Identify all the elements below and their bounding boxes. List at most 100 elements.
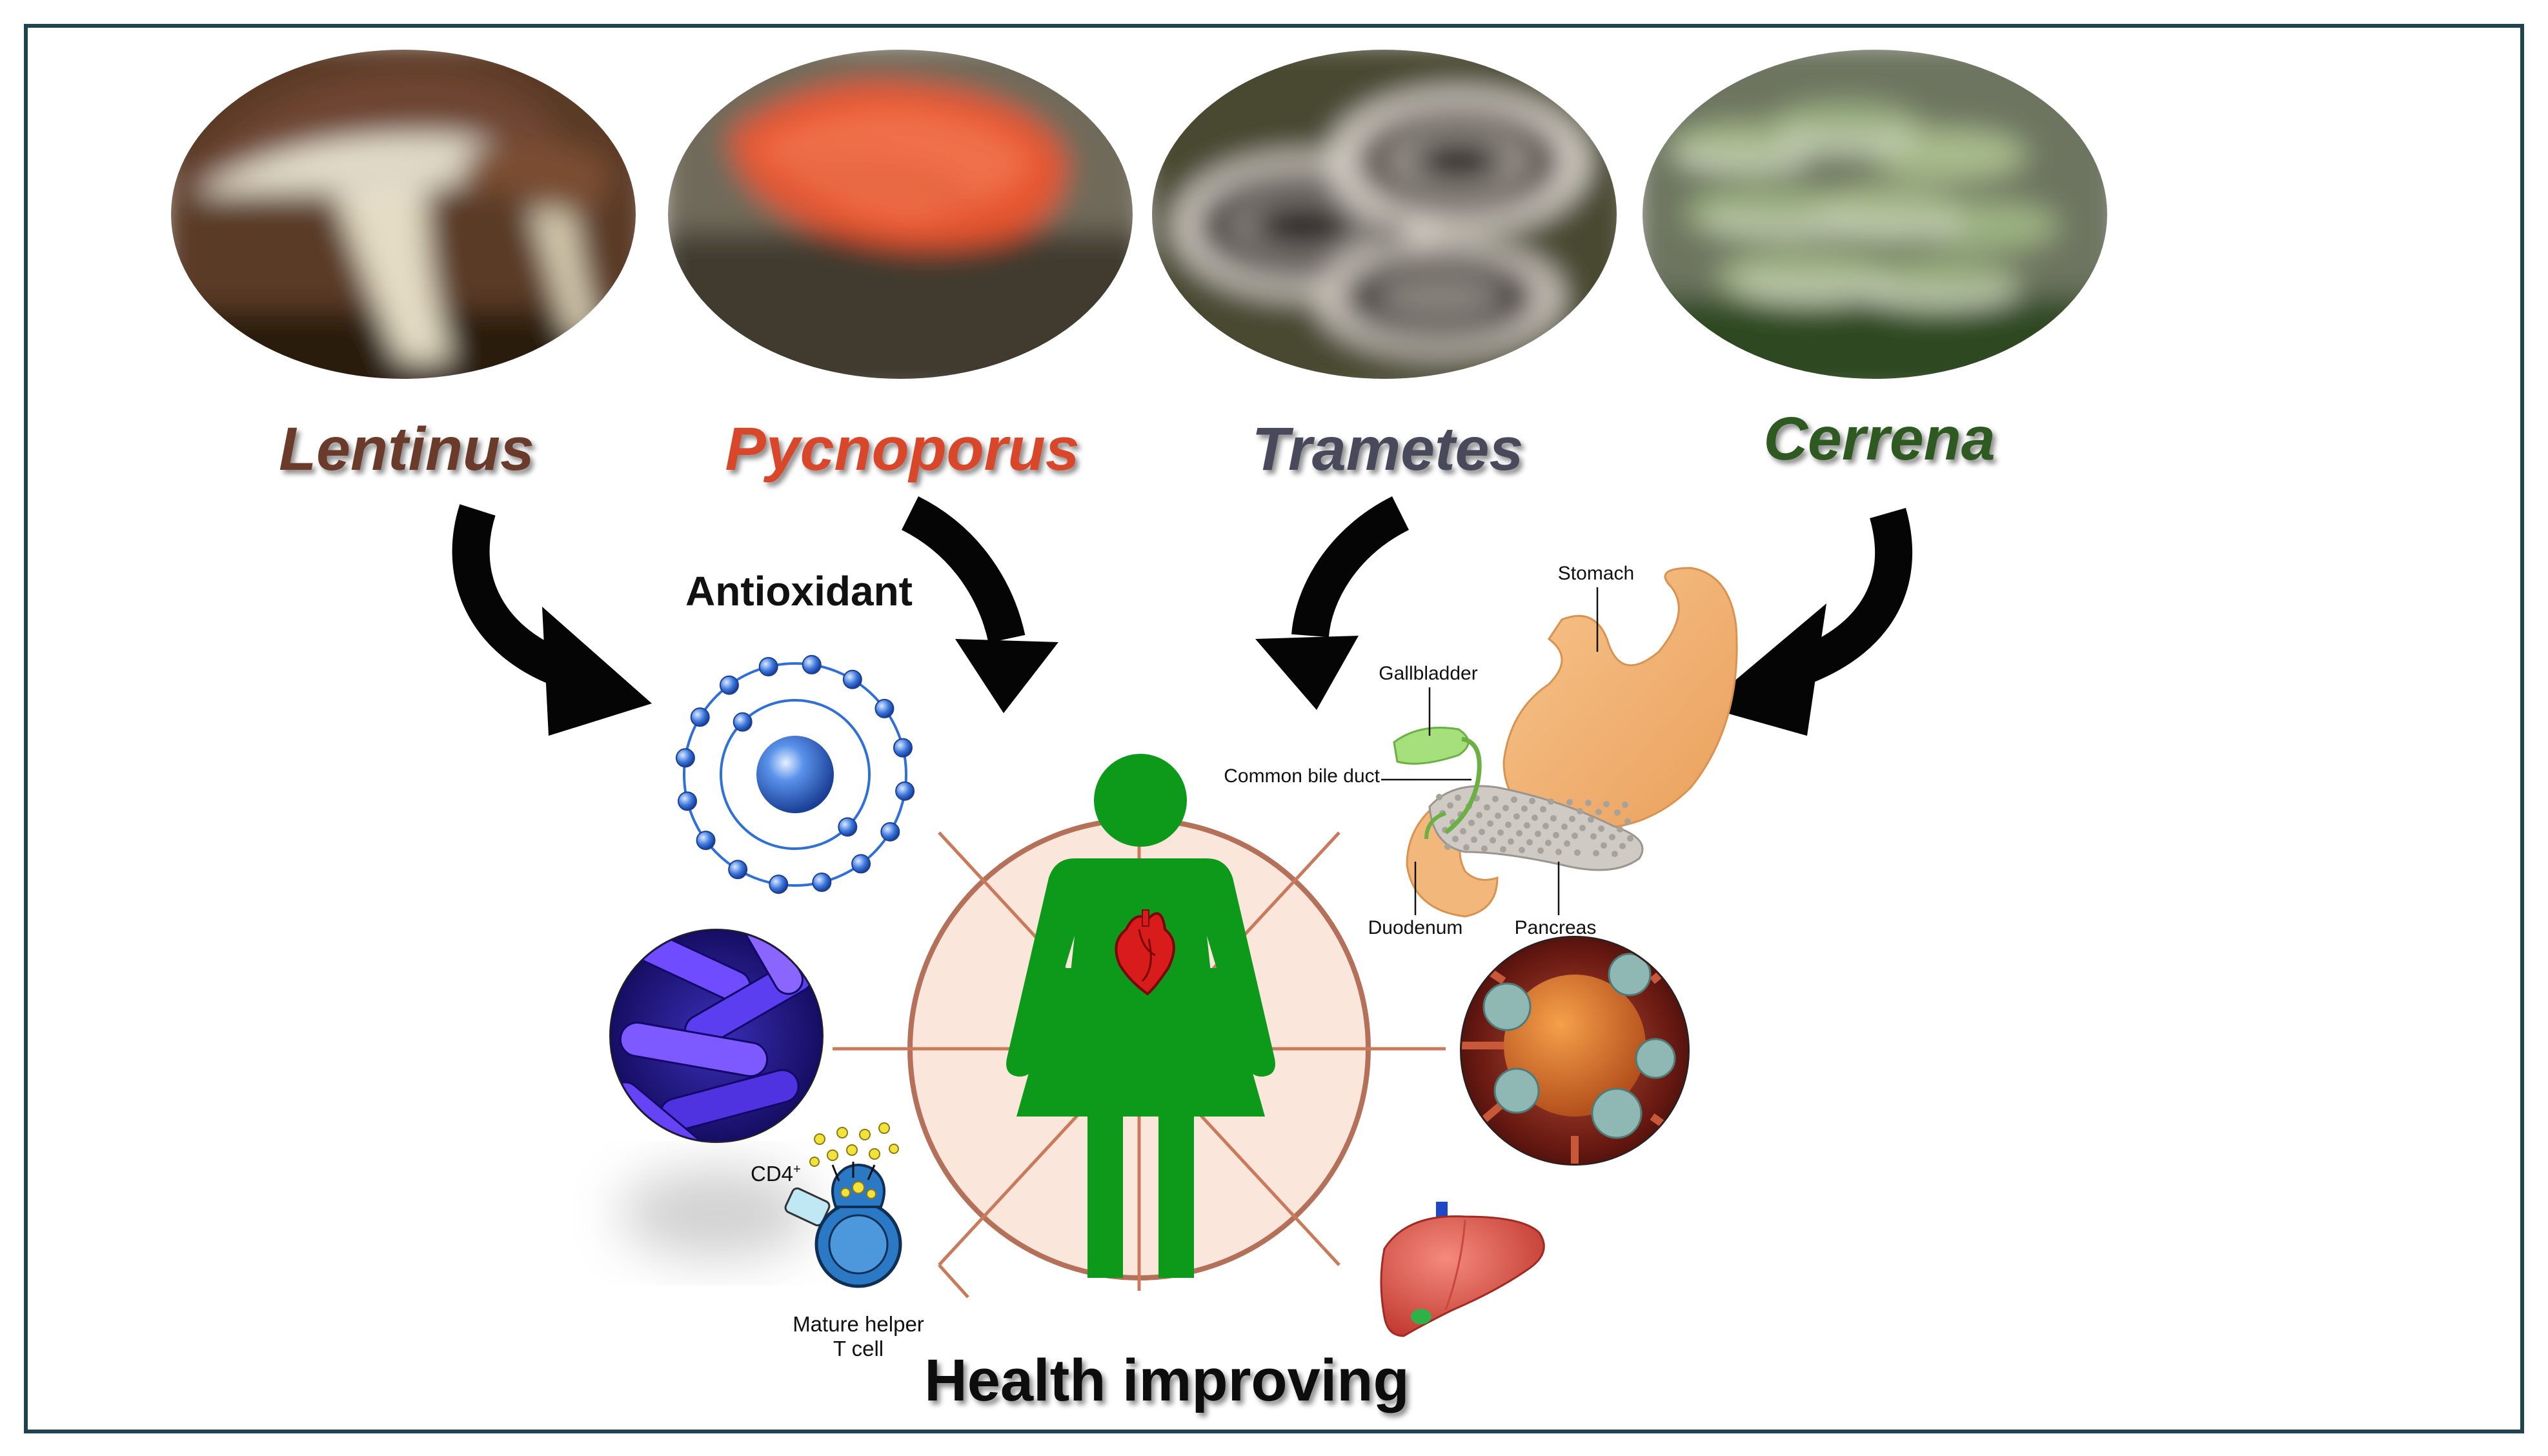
genus-label-lentinus: Lentinus (279, 415, 534, 483)
t-cell-label-line1: Mature helper (793, 1312, 924, 1336)
pancreas-texture-dot (1484, 804, 1490, 811)
trametes-mushroom-photo (1152, 50, 1617, 379)
pancreas-texture-dot (1455, 794, 1461, 801)
electron-inner (838, 817, 858, 837)
pancreas-texture-dot (1550, 815, 1557, 822)
pancreas-texture-dot (1479, 829, 1485, 835)
electron-outer (893, 738, 913, 758)
cell-shadow (620, 1168, 813, 1259)
stomach-label: Stomach (1558, 563, 1634, 584)
pancreas-texture-dot (1617, 826, 1623, 833)
electron-outer (719, 675, 739, 695)
bile-duct-label: Common bile duct (1224, 765, 1380, 787)
pancreas-texture-dot (1513, 813, 1520, 820)
electron-outer (690, 707, 710, 727)
pancreas-texture-dot (1542, 823, 1549, 829)
electron-outer (728, 860, 748, 880)
pancreas-texture-dot (1540, 806, 1546, 813)
pancreas-texture-dot (1619, 843, 1626, 849)
pancreas-texture-dot (1524, 822, 1530, 829)
pancreas-texture-dot (1497, 829, 1504, 836)
pancreas-texture-dot (1463, 844, 1470, 851)
genus-label-pycnoporus: Pycnoporus (725, 415, 1080, 483)
pancreas-texture-dot (1588, 816, 1594, 823)
antioxidant-label: Antioxidant (685, 568, 913, 614)
electron-outer (678, 791, 698, 811)
pancreas-texture-dot (1555, 849, 1562, 855)
electron-outer (875, 698, 895, 718)
pancreas-texture-dot (1601, 842, 1607, 849)
electron-outer (758, 657, 778, 677)
human-figure (1000, 754, 1281, 1278)
pancreas-texture-dot (1612, 851, 1618, 857)
pancreas-texture-dot (1511, 796, 1517, 803)
pancreas-texture-dot (1603, 801, 1610, 807)
heart-icon (1115, 909, 1175, 996)
pancreas-texture-dot (1609, 834, 1615, 840)
pancreas-texture-dot (1548, 798, 1554, 805)
electron-outer (895, 781, 915, 801)
arrow-pycnoporus (901, 496, 1058, 713)
pancreas-texture-dot (1622, 802, 1628, 808)
pancreas-texture-dot (1508, 838, 1514, 845)
electron-outer (812, 872, 832, 892)
pancreas-texture-dot (1595, 809, 1602, 815)
pancreas-texture-dot (1614, 809, 1621, 816)
pancreas-texture-dot (1447, 802, 1453, 809)
pancreas-texture-dot (1564, 840, 1570, 847)
pancreas-texture-dot (1444, 844, 1451, 850)
pancreas-texture-dot (1521, 805, 1528, 812)
pancreas-texture-dot (1553, 832, 1559, 838)
pancreas-texture-dot (1476, 812, 1482, 818)
duodenum-label: Duodenum (1368, 917, 1463, 938)
pancreas-texture-dot (1529, 798, 1535, 804)
pancreas-texture-dot (1519, 847, 1525, 853)
pancreas-texture-dot (1490, 837, 1496, 844)
pancreas-texture-dot (1561, 824, 1568, 830)
pancreas-texture-dot (1487, 820, 1493, 827)
pancreas-texture-dot (1574, 849, 1581, 856)
pancreas-texture-dot (1569, 816, 1575, 822)
electron-outer (851, 854, 871, 874)
pancreas-texture-dot (1500, 846, 1506, 853)
pancreas-texture-dot (1627, 835, 1633, 842)
pancreas-texture-dot (1566, 799, 1573, 805)
pancreas-texture-dot (1532, 814, 1538, 821)
electron-outer (696, 831, 716, 851)
arrow-trametes (1255, 496, 1410, 710)
cd4-label: CD4+ (751, 1162, 801, 1186)
pancreas-texture-dot (1579, 825, 1586, 831)
pancreas-texture-dot (1436, 794, 1442, 800)
electron-inner (733, 712, 753, 732)
electron-outer (802, 654, 822, 674)
pancreas-texture-dot (1572, 833, 1578, 839)
genus-label-cerrena: Cerrena (1763, 405, 1995, 473)
pancreas-texture-dot (1526, 839, 1533, 845)
arrow-cerrena (1704, 508, 1913, 736)
pancreas-texture-dot (1460, 828, 1466, 834)
pancreas-texture-dot (1598, 825, 1604, 832)
pancreas-texture-dot (1495, 813, 1501, 819)
arrow-lentinus (452, 504, 652, 736)
electron-outer (675, 748, 695, 768)
pancreas-texture-dot (1505, 822, 1512, 828)
pancreas-texture-dot (1452, 836, 1459, 842)
pancreas-label: Pancreas (1515, 917, 1597, 938)
pancreas-texture-dot (1545, 840, 1552, 846)
pancreas-texture-dot (1471, 836, 1477, 843)
electron-outer (842, 669, 862, 689)
pancreas-texture-dot (1481, 845, 1488, 852)
pancreas-texture-dot (1577, 808, 1583, 814)
pancreas-texture-dot (1535, 831, 1541, 837)
liver-illustration (1380, 1202, 1545, 1337)
pancreas-texture-dot (1624, 818, 1631, 825)
t-cell-illustration (784, 1122, 902, 1288)
pancreas-texture-dot (1492, 796, 1499, 802)
pancreas-texture-dot (1468, 820, 1475, 826)
electron-outer (880, 822, 900, 842)
pancreas-texture-dot (1537, 847, 1544, 854)
pancreas-texture-dot (1502, 805, 1509, 811)
digestive-organs-illustration (1381, 567, 1738, 918)
health-improving-label: Health improving (924, 1348, 1409, 1413)
